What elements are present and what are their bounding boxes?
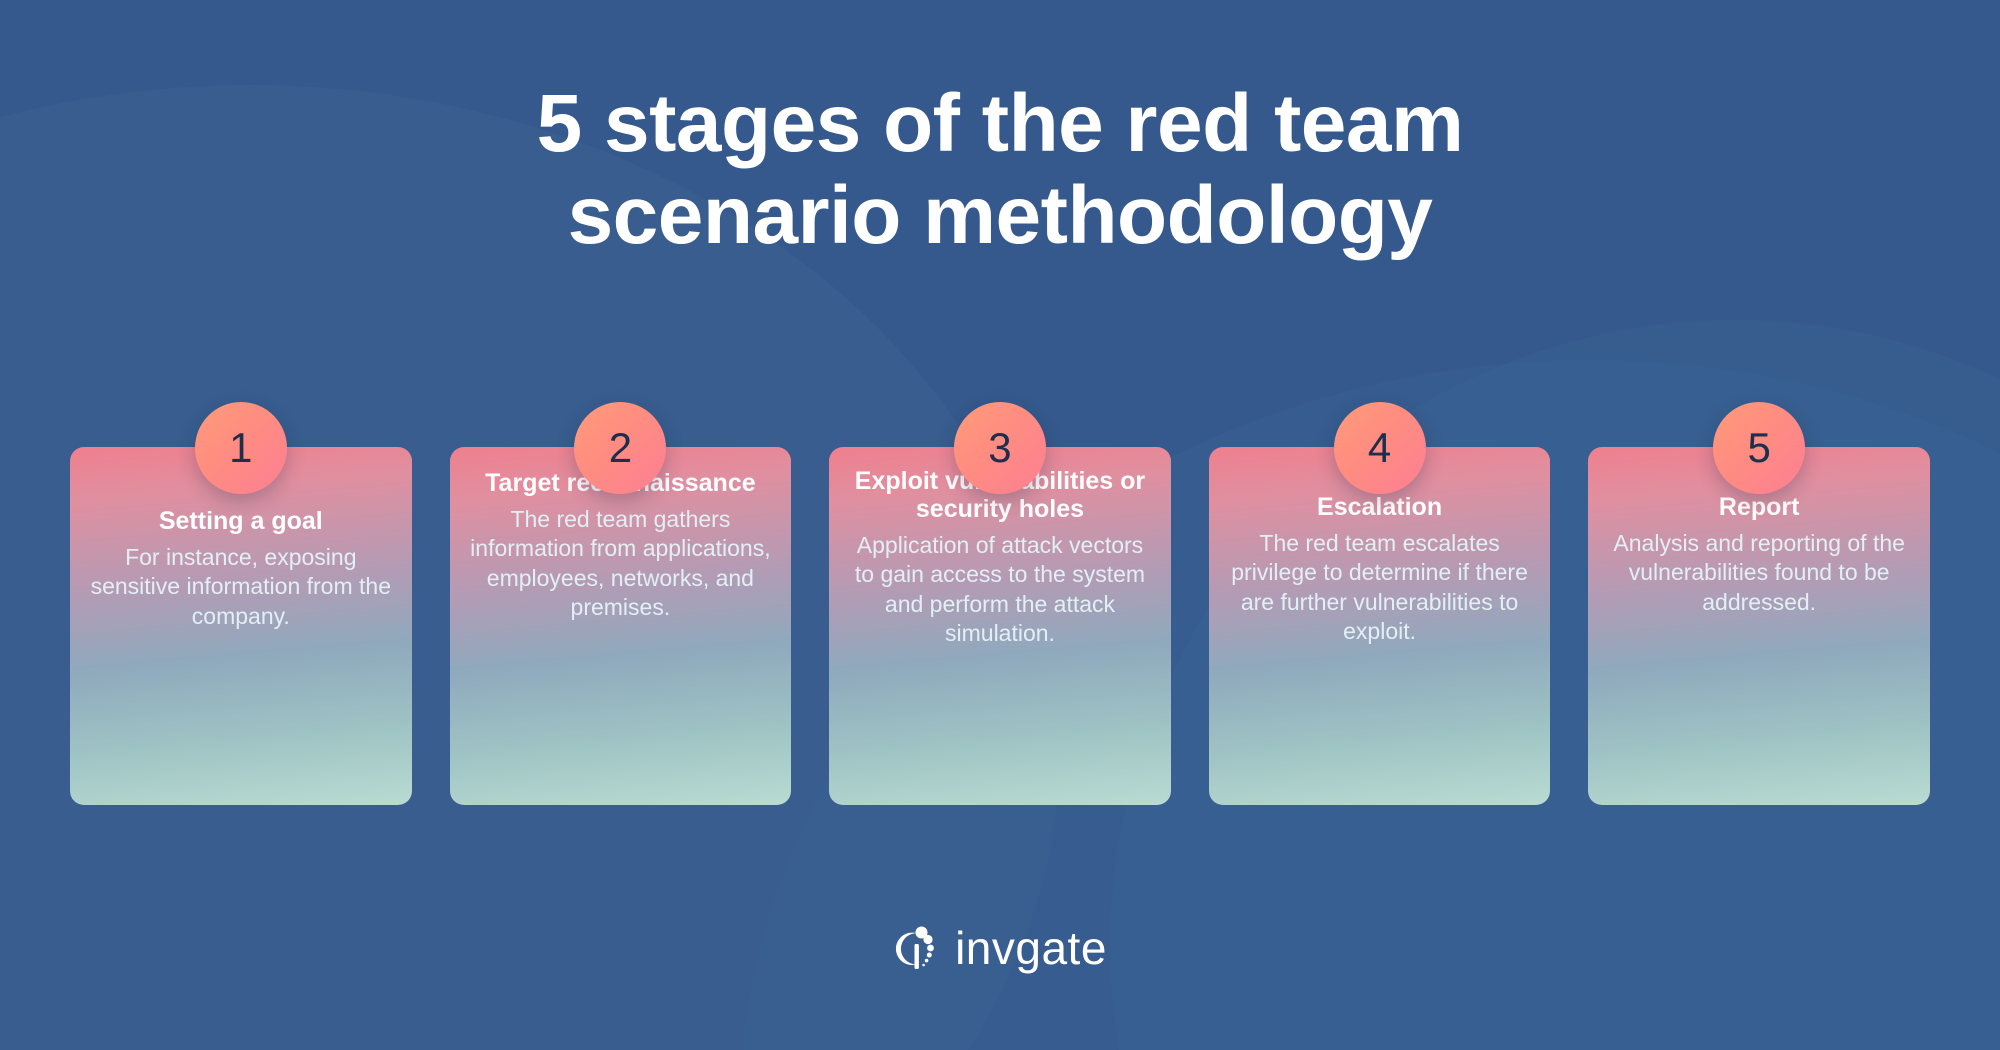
stage-card-inner-2: Target reconnaissance The red team gathe… [452, 449, 790, 803]
stage-card-1[interactable]: 1 Setting a goal For instance, exposing … [70, 402, 412, 805]
stage-card-inner-4: Escalation The red team escalates privil… [1211, 449, 1549, 803]
stage-number-badge-2: 2 [574, 402, 667, 494]
stage-card-inner-1: Setting a goal For instance, exposing se… [72, 449, 410, 803]
brand-logo-text: invgate [955, 922, 1107, 974]
stage-card-text-3: Application of attack vectors to gain ac… [854, 532, 1146, 647]
invgate-logo-icon [896, 926, 934, 969]
brand-logo: invgate [0, 924, 2000, 972]
stage-card-inner-3: Exploit vulnerabilities or security hole… [831, 449, 1169, 803]
stage-card-text-4: The red team escalates privilege to dete… [1231, 530, 1528, 645]
stage-card-list: 1 Setting a goal For instance, exposing … [70, 402, 1930, 805]
page-title-line-2: scenario methodology [567, 169, 1433, 261]
stage-number-5: 5 [1747, 424, 1771, 471]
stage-number-3: 3 [988, 424, 1012, 471]
stage-number-1: 1 [229, 424, 253, 471]
stage-card-content-5: Report Analysis and reporting of the vul… [1604, 493, 1914, 617]
stage-number-badge-3: 3 [953, 402, 1046, 494]
page-title-line-1: 5 stages of the red team [536, 78, 1464, 169]
stage-card-content-4: Escalation The red team escalates privil… [1225, 493, 1535, 647]
stage-card-text-5: Analysis and reporting of the vulnerabil… [1613, 530, 1905, 615]
stage-card-title-4: Escalation [1317, 493, 1443, 521]
stage-card-text-1: For instance, exposing sensitive informa… [90, 544, 391, 629]
page-title: 5 stages of the red team scenario method… [0, 78, 2000, 262]
stage-number-badge-5: 5 [1713, 402, 1806, 494]
stage-number-badge-1: 1 [194, 402, 287, 494]
stage-card-content-3: Exploit vulnerabilities or security hole… [845, 467, 1155, 649]
stage-card-text-2: The red team gathers information from ap… [470, 506, 771, 621]
stage-card-title-1: Setting a goal [158, 507, 323, 535]
stage-card-content-1: Setting a goal For instance, exposing se… [86, 507, 396, 631]
stage-number-2: 2 [608, 424, 633, 471]
stage-card-3[interactable]: 3 Exploit vulnerabilities or security ho… [829, 402, 1171, 805]
stage-card-4[interactable]: 4 Escalation The red team escalates priv… [1208, 402, 1551, 805]
stage-card-title-5: Report [1718, 493, 1800, 521]
stage-number-badge-4: 4 [1333, 402, 1426, 494]
stage-card-5[interactable]: 5 Report Analysis and reporting of the v… [1588, 402, 1930, 805]
stage-card-inner-5: Report Analysis and reporting of the vul… [1590, 449, 1928, 803]
stage-card-2[interactable]: 2 Target reconnaissance The red team gat… [449, 402, 792, 805]
stage-number-4: 4 [1367, 424, 1392, 471]
